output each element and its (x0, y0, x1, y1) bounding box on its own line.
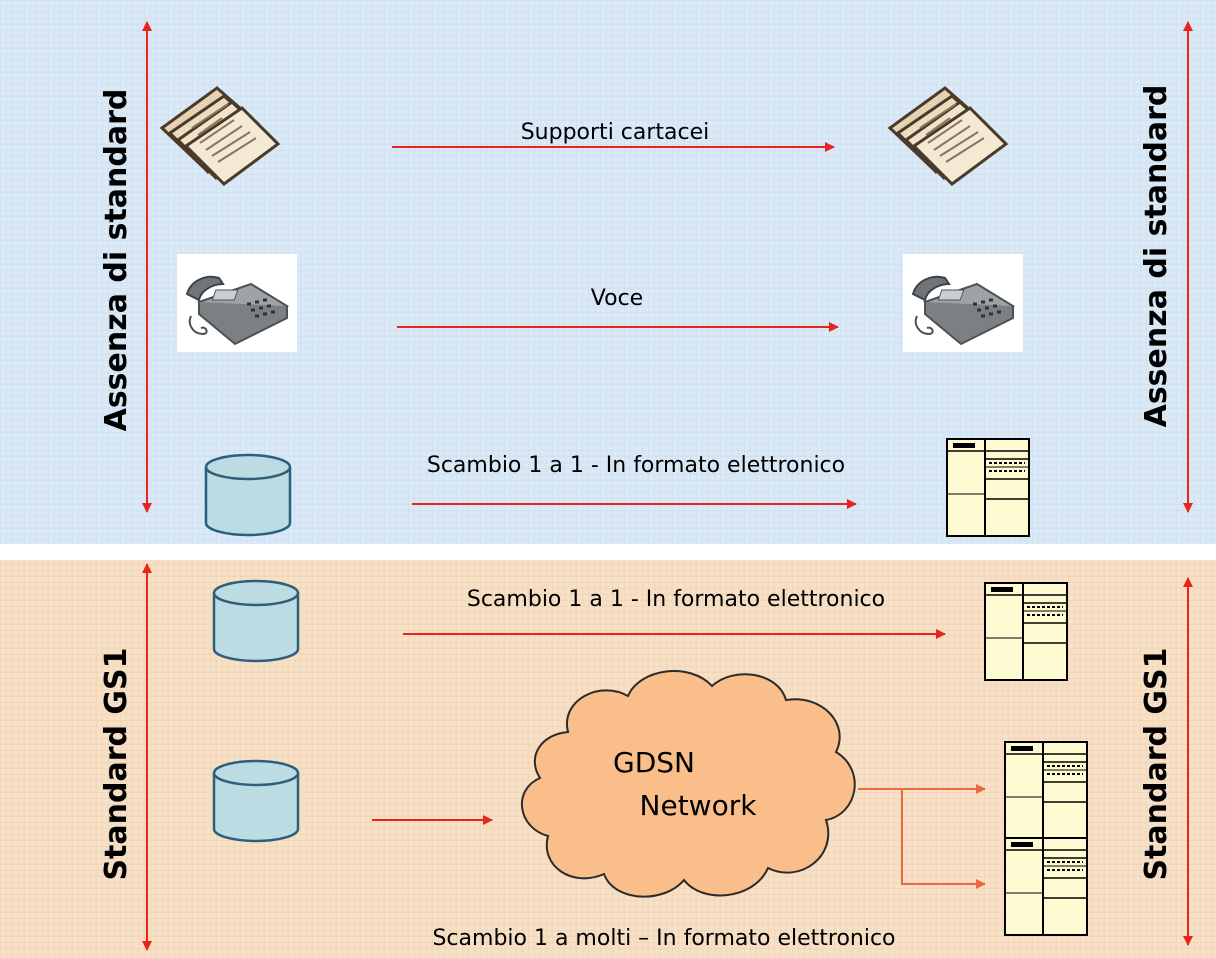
bottom-section: Standard GS1 Standard GS1 Scambio 1 a 1 … (0, 560, 1216, 958)
bottom-right-label: Standard GS1 (1139, 647, 1174, 880)
row-voice-label: Voce (591, 286, 643, 311)
server-icon (946, 438, 1030, 537)
database-icon (212, 579, 300, 663)
bottom-left-label: Standard GS1 (99, 647, 134, 880)
row-one-to-one-label: Scambio 1 a 1 - In formato elettronico (467, 587, 885, 612)
top-right-label: Assenza di standard (1139, 85, 1174, 428)
branch-arrow-lower (901, 789, 986, 889)
row-electronic-label: Scambio 1 a 1 - In formato elettronico (427, 453, 845, 478)
row-paper-label: Supporti cartacei (521, 120, 710, 145)
network-label-line1: GDSN (613, 746, 695, 779)
top-section: Assenza di standard Assenza di standard … (0, 0, 1216, 544)
database-icon (204, 453, 292, 537)
network-label-line2: Network (640, 789, 758, 822)
cloud-icon (521, 670, 856, 898)
server-icon (1004, 741, 1088, 840)
row-one-to-many-label: Scambio 1 a molti – In formato elettroni… (432, 926, 895, 951)
top-left-label: Assenza di standard (99, 89, 134, 432)
telephone-icon (901, 252, 1025, 354)
telephone-icon (175, 252, 299, 354)
server-icon (1004, 837, 1088, 936)
database-icon (212, 759, 300, 843)
server-icon (984, 582, 1068, 681)
